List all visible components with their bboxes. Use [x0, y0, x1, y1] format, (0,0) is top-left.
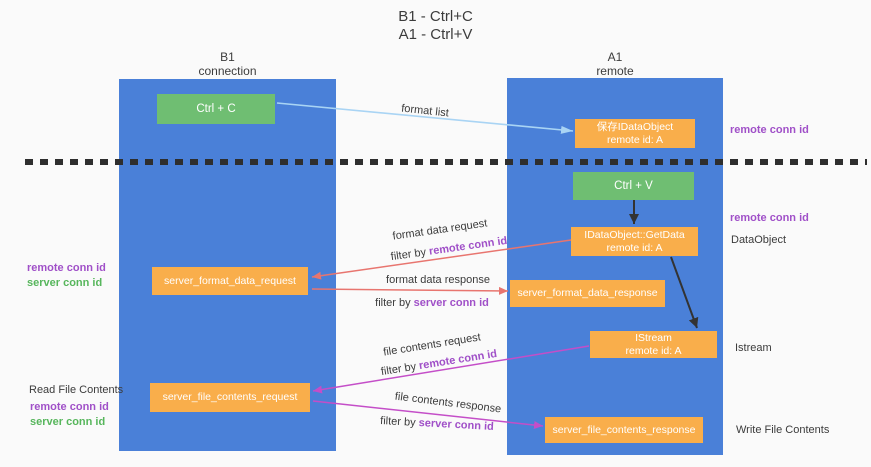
ctrl-c-box: Ctrl + C [157, 94, 275, 124]
format-data-response-label: format data response [386, 274, 490, 286]
server-file-contents-request-box: server_file_contents_request [150, 383, 310, 412]
left-format-annotation: remote conn id server conn id [27, 261, 106, 291]
istream-line1: IStream [635, 331, 672, 344]
remote-conn-id-annotation: remote conn id [27, 262, 106, 274]
getdata-line1: IDataObject::GetData [584, 228, 685, 241]
format-response-filter-label: filter by server conn id [375, 297, 489, 309]
diagram-title-line1: B1 - Ctrl+C [398, 8, 473, 25]
filter-by-text: filter by [390, 245, 430, 264]
server-format-data-response-label: server_format_data_response [517, 287, 658, 299]
server-format-data-response-box: server_format_data_response [510, 280, 665, 307]
remote-conn-id-annotation-top: remote conn id [730, 124, 809, 136]
lane-a1-title: A1 [607, 50, 623, 64]
lane-header-a1: A1 remote [507, 50, 723, 78]
getdata-line2: remote id: A [606, 241, 663, 254]
lane-b1-subtitle: connection [198, 64, 257, 78]
server-format-data-request-label: server_format_data_request [164, 274, 296, 287]
remote-conn-id-annotation: remote conn id [30, 401, 109, 413]
dashed-separator [25, 159, 867, 165]
ctrl-c-label: Ctrl + C [196, 103, 236, 115]
remote-conn-id-key: remote conn id [428, 234, 508, 258]
server-format-data-request-box: server_format_data_request [152, 267, 308, 295]
istream-annotation: Istream [735, 342, 772, 354]
save-dataobject-line2: remote id: A [606, 133, 664, 146]
istream-line2: remote id: A [625, 344, 682, 357]
save-dataobject-box: 保存IDataObject remote id: A [575, 119, 695, 148]
getdata-box: IDataObject::GetData remote id: A [571, 227, 698, 256]
read-file-contents-annotation: Read File Contents [29, 384, 124, 396]
server-file-contents-request-label: server_file_contents_request [162, 391, 298, 403]
ctrl-v-box: Ctrl + V [573, 172, 694, 200]
remote-conn-id-key: remote conn id [418, 347, 498, 373]
lane-header-b1: B1 connection [119, 50, 336, 78]
istream-box: IStream remote id: A [590, 331, 717, 358]
write-file-contents-annotation: Write File Contents [736, 424, 830, 436]
file-contents-response-label: file contents response [394, 390, 502, 416]
server-conn-id-annotation: server conn id [30, 416, 106, 428]
save-dataobject-line1: 保存IDataObject [596, 120, 674, 133]
server-file-contents-response-label: server_file_contents_response [552, 423, 696, 436]
dataobject-annotation: DataObject [731, 234, 787, 246]
server-conn-id-annotation: server conn id [27, 277, 103, 289]
format-data-response-arrow [311, 286, 509, 295]
left-file-annotation: remote conn id server conn id [30, 400, 109, 430]
ctrl-v-label: Ctrl + V [614, 180, 653, 192]
filter-by-text: filter by [380, 360, 421, 379]
file-response-filter-label: filter by server conn id [380, 415, 494, 433]
remote-conn-id-annotation-mid: remote conn id [730, 212, 809, 224]
server-conn-id-key: server conn id [413, 297, 489, 309]
diagram-title-line2: A1 - Ctrl+V [398, 26, 473, 43]
lane-a1-subtitle: remote [596, 64, 634, 78]
filter-by-text: filter by [375, 297, 414, 309]
filter-by-text: filter by [379, 415, 419, 430]
lane-b1-title: B1 [220, 50, 235, 64]
server-conn-id-key: server conn id [418, 417, 495, 433]
server-file-contents-response-box: server_file_contents_response [545, 417, 703, 443]
format-list-label: format list [400, 102, 450, 120]
